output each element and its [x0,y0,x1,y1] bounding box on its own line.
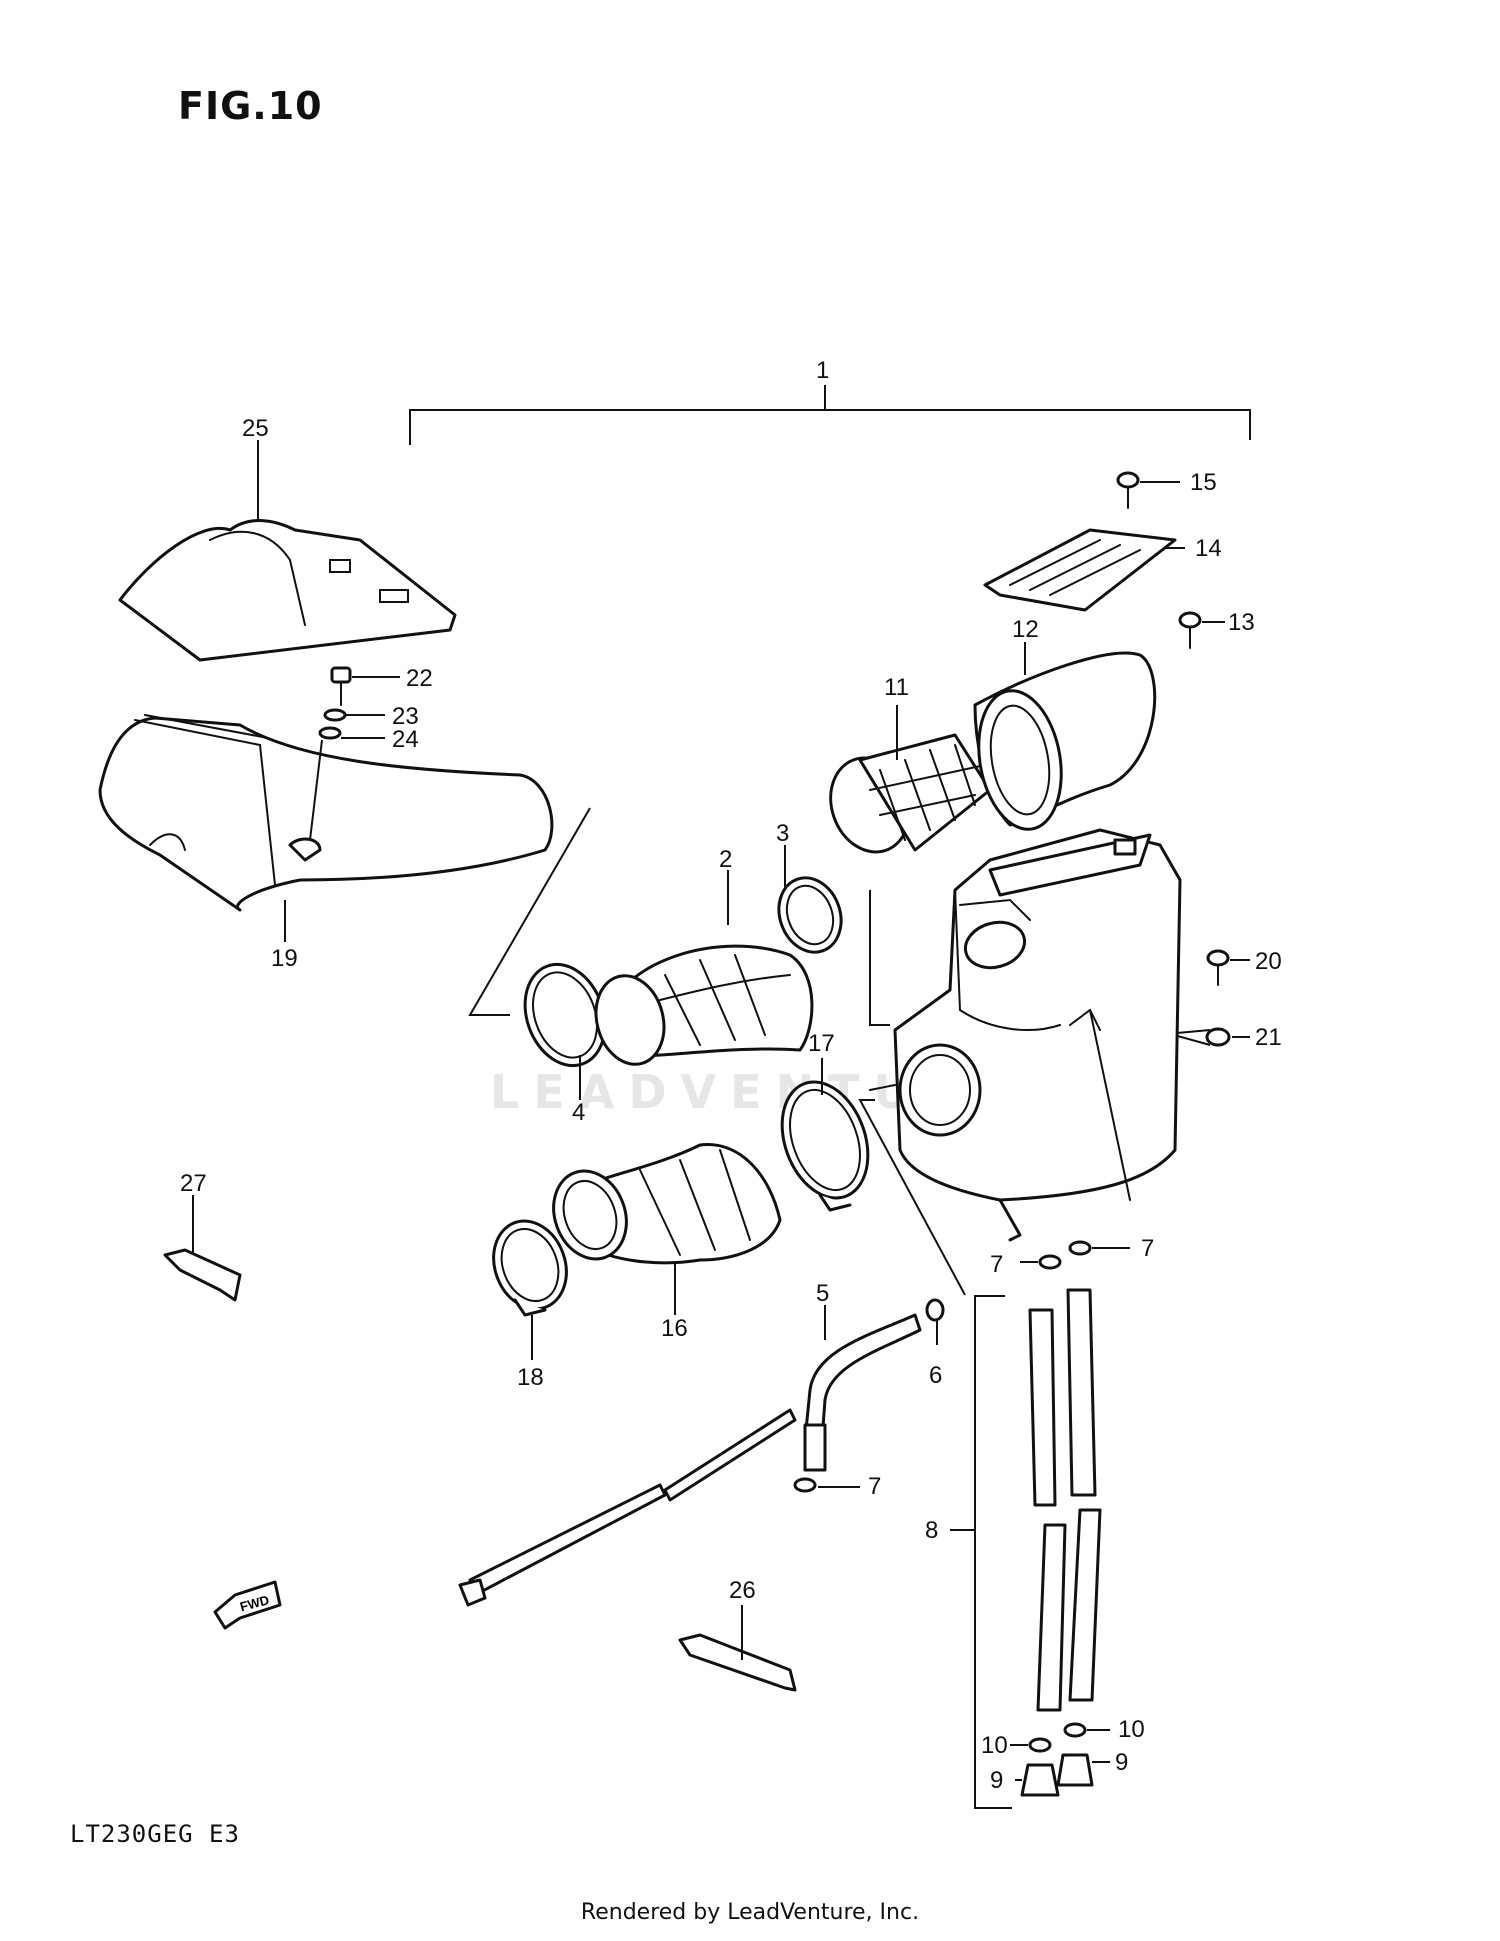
part-label: 3 [776,820,789,847]
part-label: 11 [884,674,909,701]
part-label: 7 [990,1251,1003,1278]
part-label: 21 [1255,1024,1282,1051]
part-27-bracket [163,1195,242,1302]
part-16-hose [552,1143,782,1315]
part-11-filter-cage [829,705,1011,854]
part-2-joint [594,870,814,1066]
part-label: 25 [242,415,269,442]
part-7-clips [793,1240,1130,1493]
part-8-drain-tubes [950,1288,1102,1809]
part-label: 20 [1255,948,1282,975]
part-label: 2 [719,846,732,873]
fwd-label: FWD [238,1592,270,1614]
part-label: 9 [990,1767,1003,1794]
part-label: 10 [1118,1716,1145,1743]
part-label: 22 [406,665,433,692]
part-12-air-filter [973,642,1157,831]
part-label: 15 [1190,469,1217,496]
parts-screws [1116,471,1250,1047]
part-label: 5 [816,1280,829,1307]
part-label: 14 [1195,535,1222,562]
part-3-ring [777,845,843,954]
assembly-bracket [409,385,1251,445]
part-label: 8 [925,1517,938,1544]
footer-credit: Rendered by LeadVenture, Inc. [580,1900,920,1925]
part-label: 16 [661,1315,688,1342]
part-label: 9 [1115,1749,1128,1776]
figure-title: FIG.10 [178,84,323,128]
part-label: 10 [981,1732,1008,1759]
part-label: 19 [271,945,298,972]
part-4-clamp [523,962,607,1100]
part-label: 7 [1141,1235,1154,1262]
part-label: 26 [729,1577,756,1604]
part-label: 6 [929,1362,942,1389]
model-code: LT230GEG E3 [70,1820,240,1848]
part-label: 12 [1012,616,1039,643]
part-label: 1 [816,357,829,384]
part-label: 13 [1228,609,1255,636]
part-19-intake-duct [98,714,554,942]
part-label: 23 [392,703,419,730]
part-label: 18 [517,1364,544,1391]
part-26-bracket [678,1605,797,1692]
parts-22-24-bolt-washers [309,666,400,841]
part-label: 27 [180,1170,207,1197]
part-25-cover [118,440,457,662]
part-14-plate [983,528,1185,612]
part-17-clamp [780,1058,870,1212]
part-label: 24 [392,726,419,753]
parts-9-10-caps [1010,1722,1110,1797]
part-label: 4 [572,1099,585,1126]
part-5-breather-tube [458,1305,922,1607]
part-label: 7 [868,1473,881,1500]
part-18-clamp [492,1219,568,1360]
part-labels: 1 2 3 4 5 6 7 7 7 7 8 9 9 10 10 11 12 13… [180,357,1282,1794]
air-box [869,828,1182,1242]
part-6-clip [925,1298,945,1345]
fwd-arrow-icon: FWD [213,1580,282,1630]
part-label: 17 [808,1030,835,1057]
